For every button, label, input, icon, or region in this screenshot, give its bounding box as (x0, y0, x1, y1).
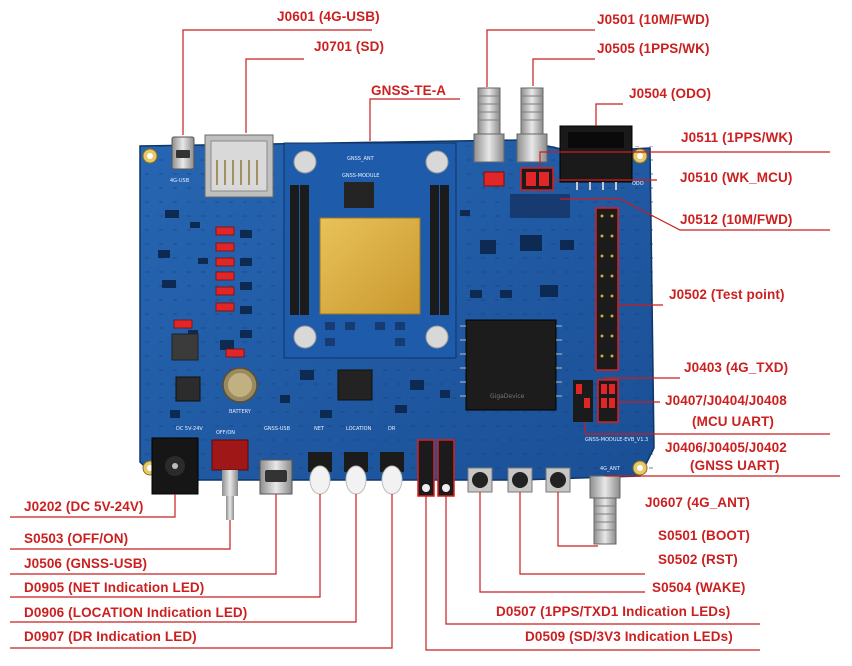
svg-text:GNSS-MODULE: GNSS-MODULE (342, 173, 379, 179)
callout-gnss-te-a: GNSS-TE-A (371, 83, 447, 98)
j0502-test-point-header (595, 207, 619, 371)
battery-label: BATTERY (229, 409, 252, 415)
svg-text:GigaDevice: GigaDevice (490, 393, 525, 400)
svg-text:NET: NET (314, 426, 325, 432)
leader-j0202 (10, 494, 176, 518)
uart-jumpers: GNSS-MODULE-EVB_V1.3 (573, 379, 648, 443)
callout-j0504: J0504 (ODO) (629, 86, 712, 101)
s0502-rst-button (507, 467, 533, 493)
svg-text:DR: DR (388, 426, 396, 432)
leader-gnss-uart (584, 422, 830, 435)
callout-d0905: D0905 (NET Indication LED) (24, 580, 205, 595)
callout-j0202: J0202 (DC 5V-24V) (24, 499, 144, 514)
svg-text:4G-USB: 4G-USB (170, 178, 190, 184)
svg-text:GNSS-USB: GNSS-USB (264, 426, 291, 432)
leader-d0905 (10, 494, 321, 598)
mcu-chip: GigaDevice (460, 319, 562, 411)
callout-j0501: J0501 (10M/FWD) (597, 12, 710, 27)
callout-s0503: S0503 (OFF/ON) (24, 531, 129, 546)
leader-j0506 (10, 494, 277, 575)
leader-j0701 (245, 58, 304, 133)
callout-d0509: D0509 (SD/3V3 Indication LEDs) (525, 629, 733, 644)
callout-mcu-uart-line2: (MCU UART) (692, 414, 774, 429)
callout-j0506: J0506 (GNSS-USB) (24, 556, 148, 571)
svg-text:4G_ANT: 4G_ANT (600, 466, 621, 472)
d0907-dr-led (380, 452, 404, 495)
callout-gnss-uart-line2: (GNSS UART) (690, 458, 780, 473)
s0501-boot-button (545, 467, 571, 493)
callout-s0502: S0502 (RST) (658, 552, 738, 567)
callout-j0512: J0512 (10M/FWD) (680, 212, 793, 227)
jumper-j0511-j0510 (483, 167, 570, 218)
callout-j0505: J0505 (1PPS/WK) (597, 41, 710, 56)
callout-s0501: S0501 (BOOT) (658, 528, 750, 543)
j0501-sma-connector (473, 87, 505, 163)
leader-s0504 (479, 492, 645, 593)
callout-leaders (10, 29, 840, 651)
svg-text:ODO: ODO (632, 181, 644, 187)
callout-d0906: D0906 (LOCATION Indication LED) (24, 605, 248, 620)
power-jumpers (173, 226, 245, 358)
smd-components (158, 210, 574, 418)
gnss-te-a-module: GNSS_ANT GNSS-MODULE (283, 142, 457, 359)
svg-text:GNSS_ANT: GNSS_ANT (347, 156, 375, 162)
callout-d0507: D0507 (1PPS/TXD1 Indication LEDs) (496, 604, 731, 619)
leader-d0509 (425, 496, 760, 651)
svg-text:OFF/ON: OFF/ON (216, 430, 235, 436)
leader-s0503 (10, 520, 231, 550)
callout-mcu-uart-line1: J0407/J0404/J0408 (665, 393, 787, 408)
svg-text:GNSS-MODULE-EVB_V1.3: GNSS-MODULE-EVB_V1.3 (585, 437, 648, 443)
inductors (171, 333, 373, 402)
callout-gnss-uart-line1: J0406/J0405/J0402 (665, 440, 787, 455)
leader-d0907 (10, 494, 393, 649)
s0503-power-switch: OFF/ON (211, 430, 249, 520)
s0504-wake-button (467, 467, 493, 493)
j0701-sd-slot (204, 134, 274, 198)
callout-j0502: J0502 (Test point) (669, 287, 785, 302)
battery-holder: BATTERY (222, 367, 258, 415)
callout-j0510: J0510 (WK_MCU) (680, 170, 793, 185)
leader-s0501 (557, 492, 598, 547)
j0202-dc-jack: DC 5V-24V (151, 426, 203, 495)
leader-d0507 (445, 496, 760, 625)
leader-s0502 (519, 492, 645, 575)
j0505-sma-connector (516, 87, 548, 163)
leader-j0601 (182, 29, 372, 135)
j0601-4g-usb-connector: 4G-USB (170, 136, 195, 184)
j0607-4g-ant-connector: 4G_ANT (589, 466, 621, 545)
callout-j0607: J0607 (4G_ANT) (645, 495, 750, 510)
callout-j0601: J0601 (4G-USB) (277, 9, 380, 24)
leader-j0505 (532, 58, 595, 86)
callout-s0504: S0504 (WAKE) (652, 580, 746, 595)
callout-d0907: D0907 (DR Indication LED) (24, 629, 197, 644)
leader-d0906 (10, 494, 357, 623)
callout-j0511: J0511 (1PPS/WK) (681, 130, 793, 145)
leader-j0501 (486, 29, 595, 87)
callout-j0403: J0403 (4G_TXD) (684, 360, 789, 375)
svg-text:LOCATION: LOCATION (346, 426, 372, 432)
d0905-net-led (308, 452, 332, 495)
leader-gnss-te-a (369, 98, 460, 141)
leader-j0512 (560, 198, 830, 231)
d0906-location-led (344, 452, 368, 495)
svg-text:DC 5V-24V: DC 5V-24V (176, 426, 203, 432)
leader-j0504 (595, 103, 623, 126)
callout-j0701: J0701 (SD) (314, 39, 385, 54)
leader-j0511 (539, 151, 830, 166)
